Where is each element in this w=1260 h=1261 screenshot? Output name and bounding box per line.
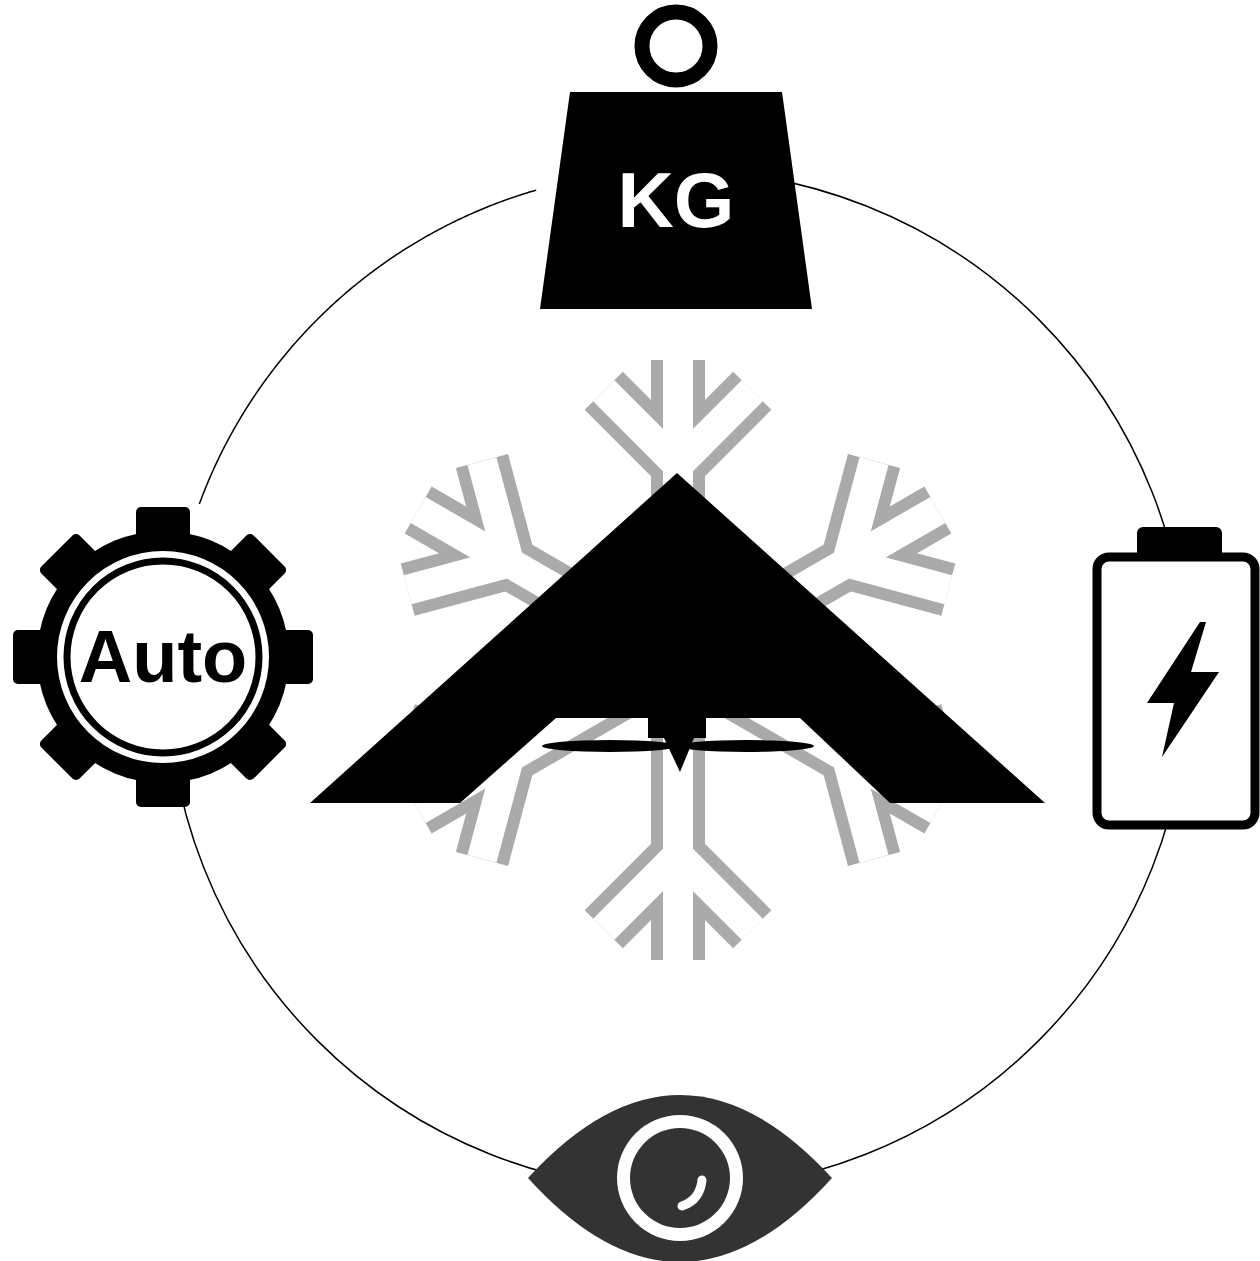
gear-hole: [57, 551, 269, 763]
weight-symbol: KG: [538, 0, 814, 312]
gear-symbol: Auto: [13, 505, 313, 810]
node-label: Auto: [79, 620, 248, 694]
battery-symbol: [1097, 557, 1255, 825]
weight-symbol-outline: [538, 0, 814, 312]
snowflake-arm: [604, 855, 752, 929]
snowflake-arm: [847, 461, 948, 590]
snowflake-arm: [408, 461, 509, 590]
flying-wing: [310, 473, 1045, 803]
text-area: KG: [538, 92, 814, 308]
gear-group: [13, 507, 313, 807]
eye-highlight: [682, 1180, 702, 1206]
gear-inner-ring: [67, 561, 259, 753]
weight-body: [540, 92, 812, 309]
propeller-hub: [664, 738, 694, 772]
text-area: Auto: [63, 557, 263, 757]
weight-ring: [642, 12, 710, 80]
propeller-blade: [542, 740, 678, 752]
eye-symbol: [528, 1095, 832, 1261]
gear-body: [37, 531, 289, 783]
snowflake-arm: [604, 391, 752, 465]
ring-arc: [168, 170, 1188, 1190]
ring-connector: [199, 190, 536, 504]
eye-pupil: [630, 1128, 730, 1228]
drone-body: [648, 716, 706, 738]
eye-iris-ring: [617, 1115, 743, 1241]
node-label: KG: [618, 161, 735, 239]
propeller-blade: [678, 740, 814, 752]
lightning-bolt: [1147, 622, 1219, 757]
